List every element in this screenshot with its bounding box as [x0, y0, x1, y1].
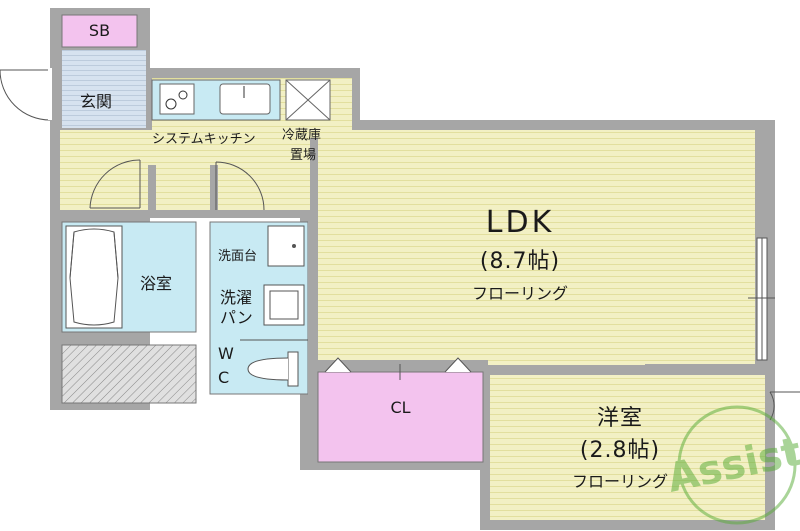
system-kitchen — [151, 79, 281, 121]
fridge-space — [285, 79, 331, 121]
bath-label: 浴室 — [140, 274, 173, 293]
western-floor: フローリング — [571, 472, 668, 491]
bathroom — [61, 221, 197, 333]
shoe-box — [61, 14, 138, 48]
wood-floors — [60, 78, 765, 520]
hall-door-1 — [89, 159, 141, 209]
hatched-space — [61, 344, 197, 404]
wc-label-2: C — [218, 368, 230, 387]
sb-label: SB — [88, 21, 111, 40]
kitchen-label: システムキッチン — [152, 132, 256, 147]
closet — [317, 357, 484, 463]
fridge-label-2: 置場 — [290, 148, 317, 163]
fridge-label-1: 冷蔵庫 — [282, 128, 322, 143]
entrance-label: 玄関 — [80, 92, 113, 111]
ldk-name: LDK — [485, 205, 555, 240]
wc-label-1: W — [218, 344, 234, 363]
ldk-size: (8.7帖) — [479, 249, 561, 274]
washer-label-2: パン — [220, 308, 253, 327]
ldk-window — [748, 237, 775, 361]
western-name: 洋室 — [596, 406, 643, 431]
wet-area — [209, 221, 309, 395]
hall-door-2 — [215, 161, 265, 211]
entrance-floor — [62, 50, 146, 128]
entrance-door — [0, 68, 52, 121]
washbasin-label: 洗面台 — [218, 249, 258, 264]
western-size: (2.8帖) — [579, 438, 661, 463]
closet-label: CL — [390, 398, 411, 417]
ldk-floor: フローリング — [471, 284, 568, 303]
washer-label-1: 洗濯 — [220, 288, 253, 307]
